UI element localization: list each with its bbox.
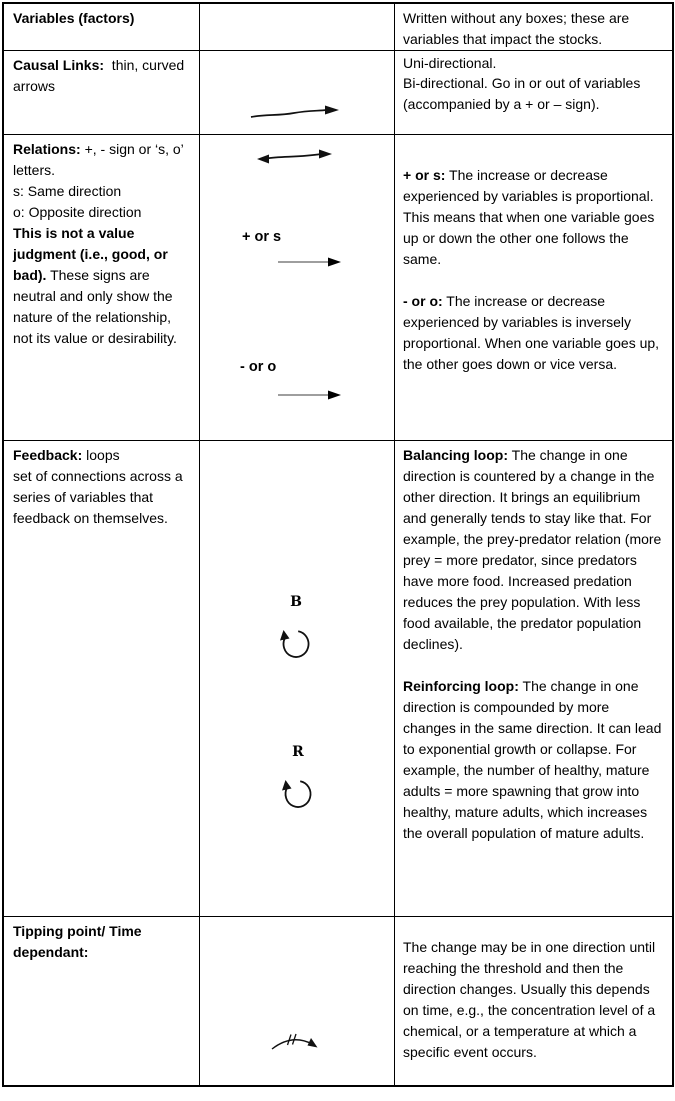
tipping-term-label: Tipping point/ Time dependant: [13, 923, 146, 960]
relations-desc-minus-text: The increase or decrease experienced by … [403, 293, 663, 372]
tipping-desc-text: The change may be in one direction until… [403, 939, 660, 1060]
cell-variables-term: Variables (factors) [4, 4, 200, 51]
relations-desc-plus-label: + or s: [403, 167, 446, 183]
causal-links-desc-text: Uni-directional. Bi-directional. Go in o… [403, 55, 641, 112]
plus-relation-label: + or s [242, 229, 282, 245]
balancing-loop-icon: B [279, 585, 313, 658]
tipping-point-arrow-icon [271, 989, 321, 1101]
relations-term-text-2: These signs are neutral and only show th… [13, 267, 177, 346]
balancing-loop-text: The change in one direction is countered… [403, 447, 662, 652]
reinforcing-loop-letter: R [292, 744, 304, 760]
causal-links-term-text: thin, curved arrows [13, 57, 189, 94]
plus-relation-arrow-icon [278, 215, 342, 309]
relations-desc-minus-label: - or o: [403, 293, 443, 309]
balancing-loop-label: Balancing loop: [403, 447, 508, 463]
cell-relations-desc: + or s: The increase or decrease experie… [395, 135, 672, 441]
balancing-loop-letter: B [290, 594, 302, 610]
feedback-term-label: Feedback: [13, 447, 83, 463]
cell-tipping-symbol [200, 917, 395, 1085]
cell-tipping-desc: The change may be in one direction until… [395, 917, 672, 1085]
relations-desc-plus-text: The increase or decrease experienced by … [403, 167, 655, 267]
cell-relations-symbol: + or s - or o [200, 135, 395, 441]
reinforcing-loop-label: Reinforcing loop: [403, 678, 519, 694]
relations-term-text-1: +, - sign or ‘s, o’ letters. s: Same dir… [13, 141, 184, 220]
cell-causal-links-symbol [200, 51, 395, 164]
variables-term-label: Variables (factors) [13, 10, 135, 26]
reinforcing-loop-icon: R [281, 735, 315, 808]
cell-feedback-symbol: B R [200, 441, 395, 917]
cell-causal-links-desc: Uni-directional. Bi-directional. Go in o… [395, 51, 672, 135]
bi-directional-arrow-icon [257, 106, 333, 206]
causal-links-term-label: Causal Links: [13, 57, 105, 73]
relations-term-bold-note: This is not a value judgment (i.e., good… [13, 225, 172, 283]
cell-feedback-desc: Balancing loop: The change in one direct… [395, 441, 672, 917]
cell-feedback-term: Feedback: loops set of connections acros… [4, 441, 200, 917]
cell-variables-symbol [200, 4, 395, 51]
minus-relation-label: - or o [240, 359, 277, 375]
cell-relations-term: Relations: +, - sign or ‘s, o’ letters. … [4, 135, 200, 441]
variables-desc-text: Written without any boxes; these are var… [403, 10, 634, 47]
cell-causal-links-term: Causal Links: thin, curved arrows [4, 51, 200, 135]
cell-variables-desc: Written without any boxes; these are var… [395, 4, 672, 51]
uni-directional-arrow-icon [250, 64, 340, 162]
relations-term-label: Relations: [13, 141, 81, 157]
feedback-term-text: loops set of connections across a series… [13, 447, 183, 526]
minus-relation-arrow-icon [278, 348, 342, 442]
reinforcing-loop-text: The change in one direction is compounde… [403, 678, 666, 841]
cell-tipping-term: Tipping point/ Time dependant: [4, 917, 200, 1085]
